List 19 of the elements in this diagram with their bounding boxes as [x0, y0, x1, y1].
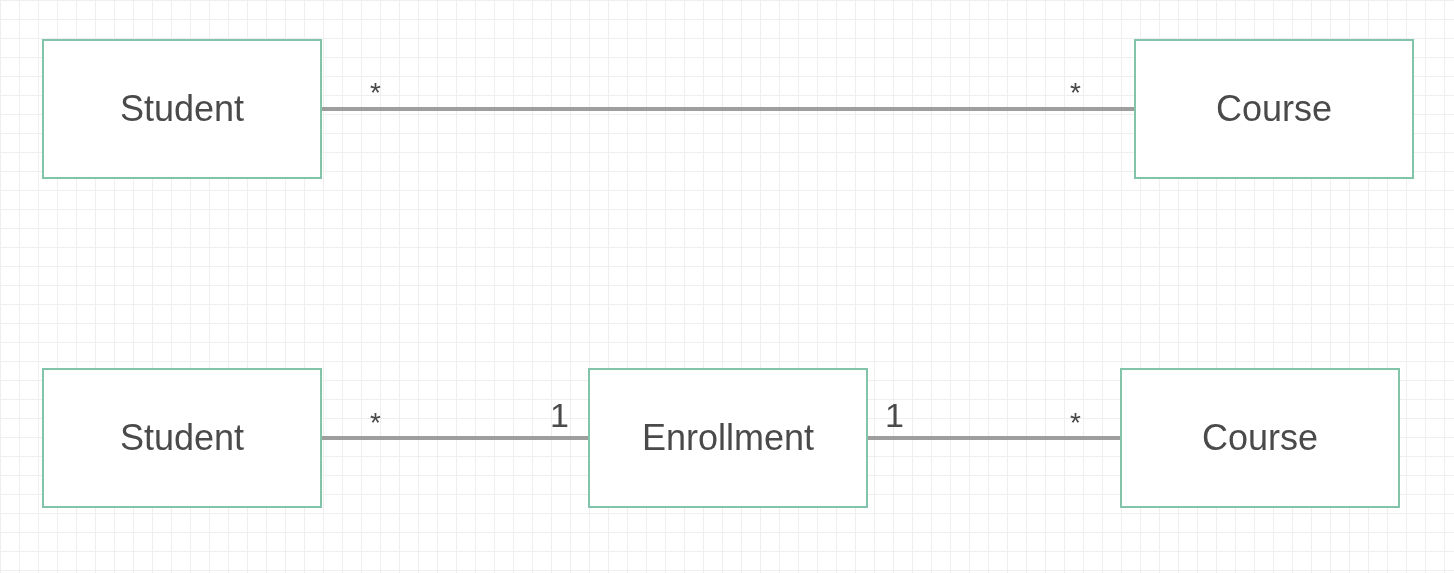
class-name: Course: [1215, 87, 1333, 131]
multiplicity-label: 1: [550, 395, 569, 436]
multiplicity-label: *: [370, 76, 381, 110]
class-name: Student: [119, 416, 245, 460]
multiplicity-label: *: [370, 406, 381, 440]
class-name: Student: [119, 87, 245, 131]
class-box: [42, 368, 322, 508]
association-line: [322, 107, 1134, 111]
multiplicity-label: 1: [885, 395, 904, 436]
class-box: [1120, 368, 1400, 508]
class-box: [42, 39, 322, 179]
association-line: [868, 436, 1120, 440]
class-name: Course: [1201, 416, 1319, 460]
association-line: [322, 436, 588, 440]
class-name: Enrollment: [641, 416, 815, 460]
multiplicity-label: *: [1070, 406, 1081, 440]
class-box: [588, 368, 868, 508]
multiplicity-label: *: [1070, 76, 1081, 110]
class-box: [1134, 39, 1414, 179]
